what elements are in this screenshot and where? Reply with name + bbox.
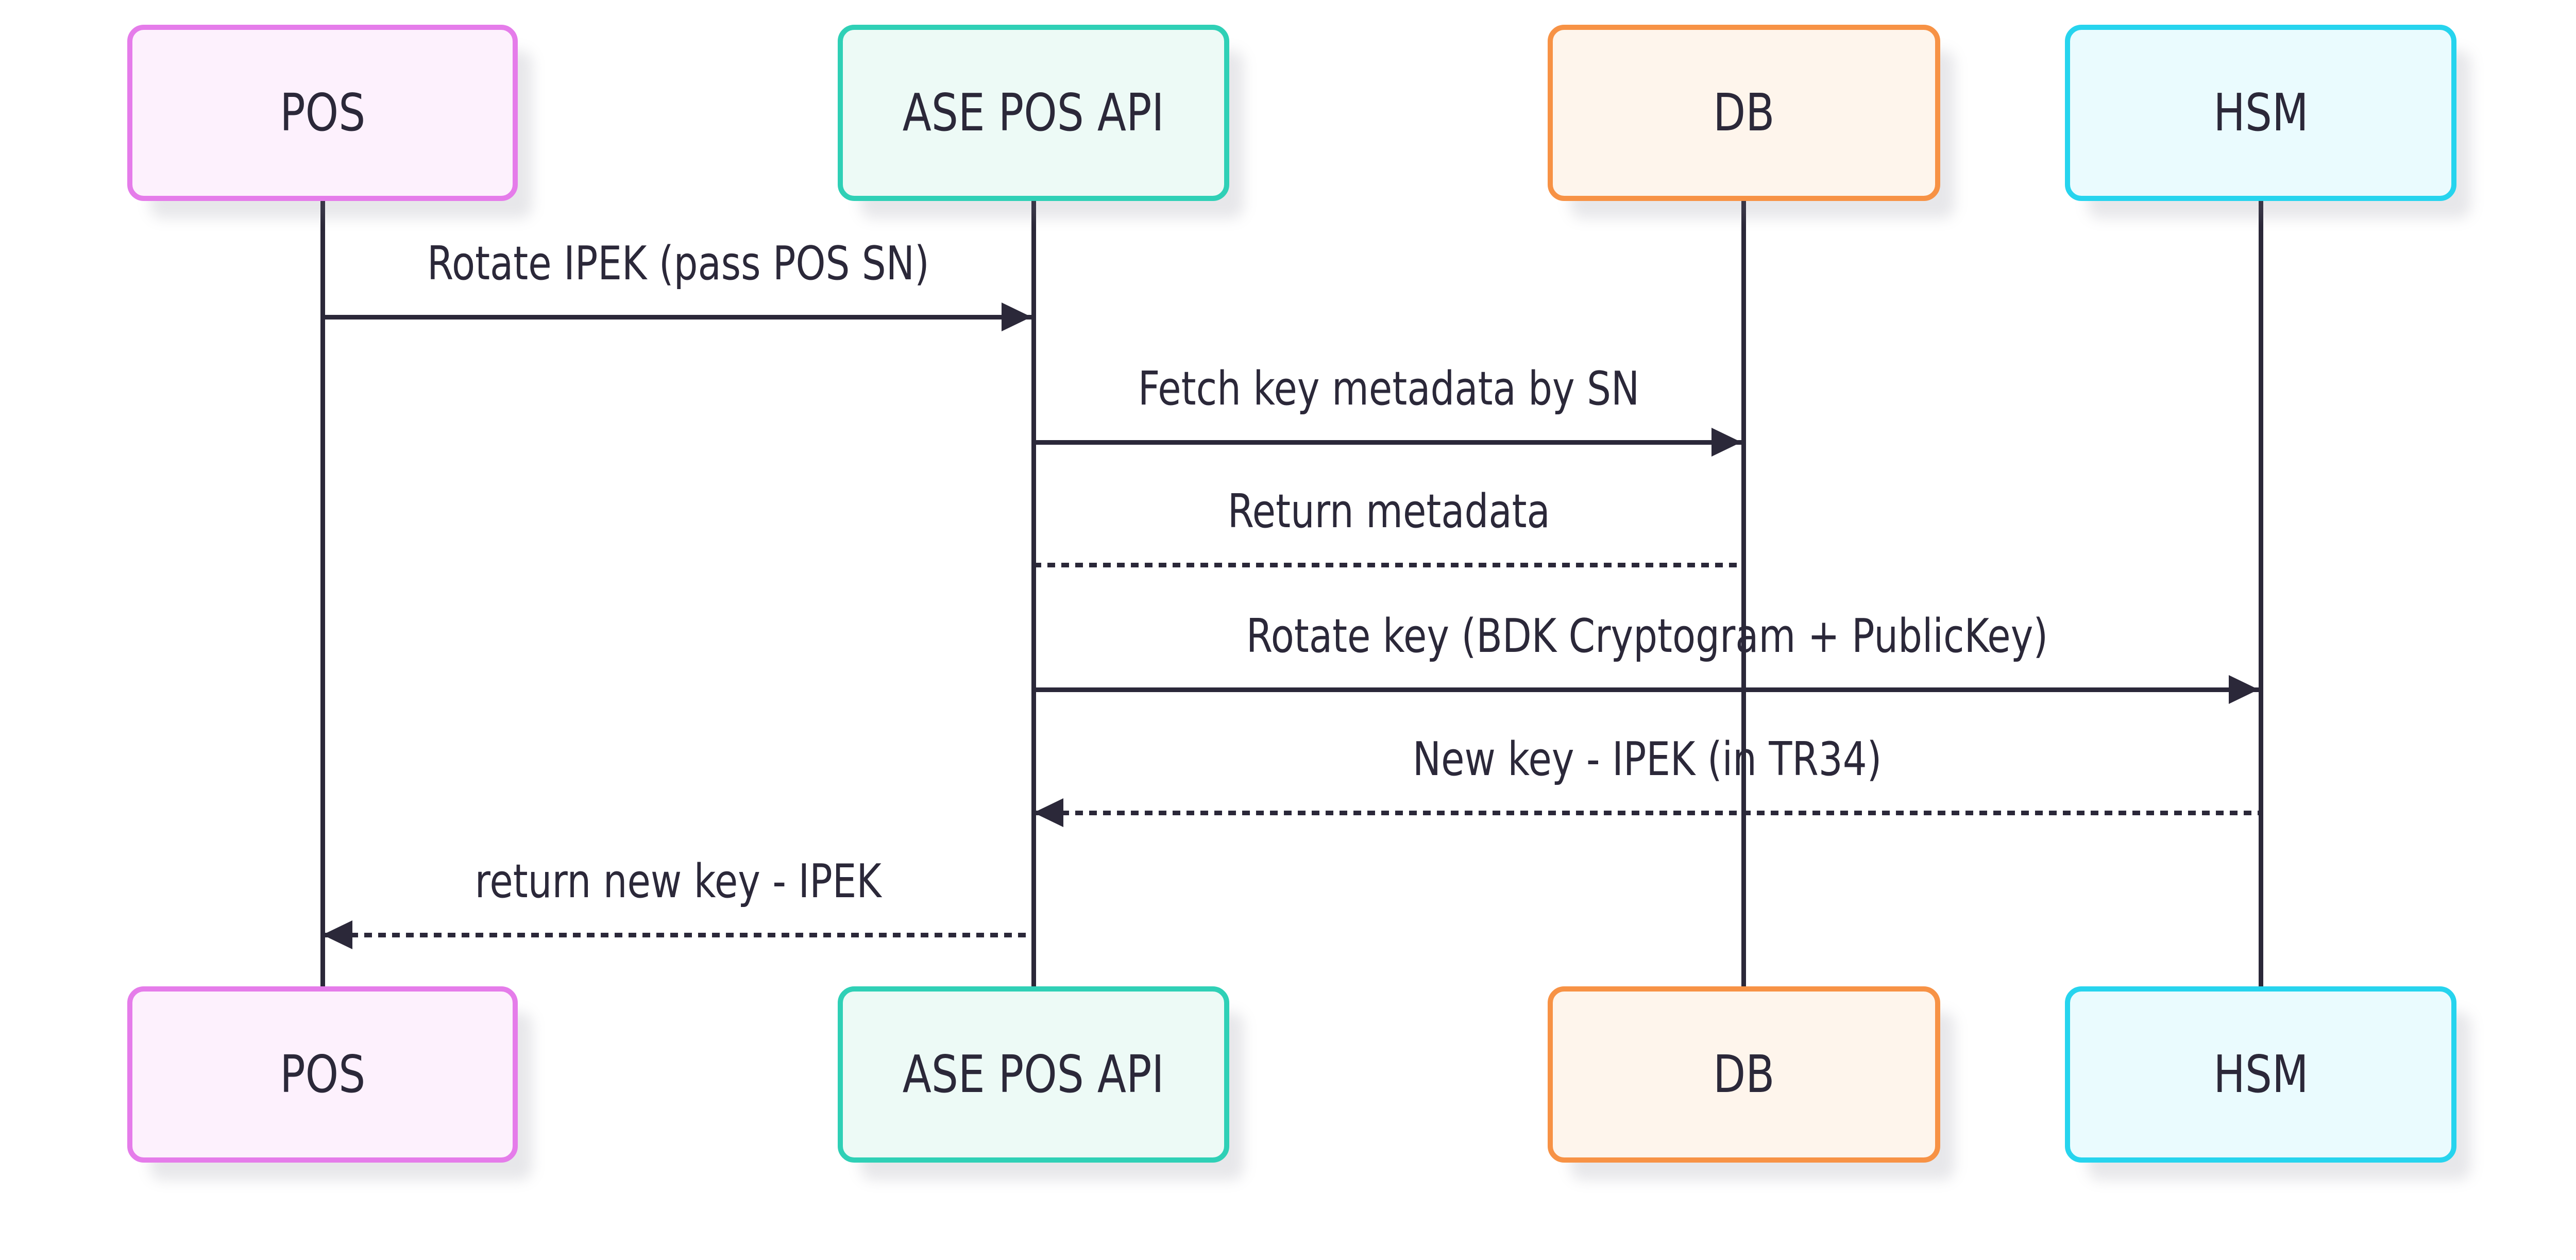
arrowhead-left-icon xyxy=(1033,798,1063,827)
message-label-new-key: New key - IPEK (in TR34) xyxy=(1412,732,1882,786)
message-line-rotate-key xyxy=(1033,687,2261,692)
arrowhead-right-icon xyxy=(1711,428,1741,457)
message-label-return-metadata: Return metadata xyxy=(1227,484,1550,539)
actor-label-hsm: HSM xyxy=(2213,1044,2309,1104)
message-line-new-key xyxy=(1033,811,2261,815)
actor-label-db: DB xyxy=(1713,82,1775,143)
message-label-fetch-metadata: Fetch key metadata by SN xyxy=(1138,362,1640,416)
message-line-return-metadata xyxy=(1033,563,1744,567)
actor-box-ase-pos-api-bottom: ASE POS API xyxy=(838,986,1229,1163)
actor-label-hsm: HSM xyxy=(2213,82,2309,143)
lifeline-pos xyxy=(320,198,325,988)
actor-box-ase-pos-api-top: ASE POS API xyxy=(838,25,1229,201)
actor-label-pos: POS xyxy=(279,82,366,143)
actor-box-pos-top: POS xyxy=(127,25,518,201)
actor-box-db-bottom: DB xyxy=(1548,986,1940,1163)
actor-label-ase-pos-api: ASE POS API xyxy=(903,82,1164,143)
arrowhead-right-icon xyxy=(2229,675,2259,704)
actor-label-db: DB xyxy=(1713,1044,1775,1104)
arrowhead-right-icon xyxy=(1002,303,1031,331)
arrowhead-left-icon xyxy=(323,920,352,949)
lifeline-ase-pos-api xyxy=(1031,198,1036,988)
actor-label-ase-pos-api: ASE POS API xyxy=(903,1044,1164,1104)
message-line-return-new-key xyxy=(323,933,1033,937)
message-line-fetch-metadata xyxy=(1033,440,1744,445)
actor-box-db-top: DB xyxy=(1548,25,1940,201)
actor-box-pos-bottom: POS xyxy=(127,986,518,1163)
lifeline-db xyxy=(1741,198,1746,988)
actor-label-pos: POS xyxy=(279,1044,366,1104)
lifeline-hsm xyxy=(2259,198,2263,988)
message-label-return-new-key: return new key - IPEK xyxy=(474,854,882,909)
message-line-rotate-ipek xyxy=(323,315,1033,320)
message-label-rotate-ipek: Rotate IPEK (pass POS SN) xyxy=(427,237,929,291)
message-label-rotate-key: Rotate key (BDK Cryptogram + PublicKey) xyxy=(1246,609,2048,663)
actor-box-hsm-top: HSM xyxy=(2065,25,2456,201)
actor-box-hsm-bottom: HSM xyxy=(2065,986,2456,1163)
